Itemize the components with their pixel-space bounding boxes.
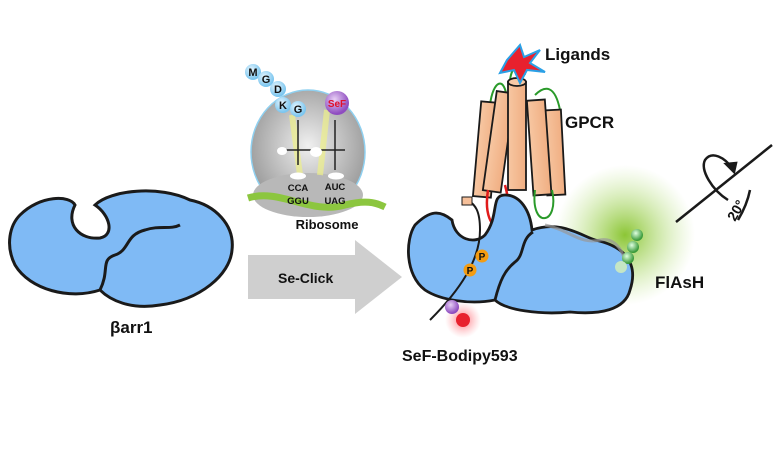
- aa-label: D: [274, 84, 282, 96]
- aa-label: K: [279, 100, 287, 112]
- codon-labels: CCA GGU AUC UAG: [287, 182, 345, 207]
- amino-acid: [275, 97, 291, 113]
- sef-label: SeF: [328, 99, 346, 110]
- ribosome-label: Ribosome: [296, 217, 359, 232]
- gpcr-label: GPCR: [565, 113, 614, 132]
- flash-bead: [622, 252, 634, 264]
- mrna1-codon: GGU: [287, 196, 309, 207]
- ribosome: [246, 89, 387, 217]
- trna1-anticodon: CCA: [288, 183, 309, 194]
- peptide-chain: M G D K G SeF: [245, 64, 349, 117]
- flash-label: FlAsH: [655, 273, 704, 292]
- rotation-label: 20°: [724, 197, 748, 223]
- amino-acid: [258, 71, 274, 87]
- phospho-group: [463, 263, 477, 277]
- se-click-arrow: [248, 240, 402, 314]
- se-click-label: Se-Click: [278, 270, 333, 286]
- sef-amino-acid: [325, 91, 349, 115]
- mrna2-codon: UAG: [324, 196, 345, 207]
- rotation-indicator: [675, 144, 773, 223]
- phospho-label: P: [479, 252, 486, 263]
- aa-label: M: [248, 67, 257, 79]
- barr1-protein: [8, 189, 234, 308]
- amino-acid: [270, 81, 286, 97]
- sef-bodipy-label: SeF-Bodipy593: [402, 348, 518, 365]
- flash-bead: [631, 229, 643, 241]
- phospho-label: P: [467, 266, 474, 277]
- amino-acid: [245, 64, 261, 80]
- barr1-label: βarr1: [110, 318, 153, 337]
- barr1-gpcr-complex: P P: [407, 193, 643, 338]
- sef-bead: [445, 300, 459, 314]
- gpcr: [471, 43, 567, 229]
- aa-label: G: [294, 104, 303, 116]
- ligands-label: Ligands: [545, 45, 610, 64]
- aa-label: G: [262, 74, 271, 86]
- amino-acid: [290, 101, 306, 117]
- trna2-anticodon: AUC: [325, 182, 346, 193]
- flash-bead: [627, 241, 639, 253]
- flash-bead: [615, 261, 627, 273]
- bodipy-bead: [456, 313, 470, 327]
- phospho-group: [475, 249, 489, 263]
